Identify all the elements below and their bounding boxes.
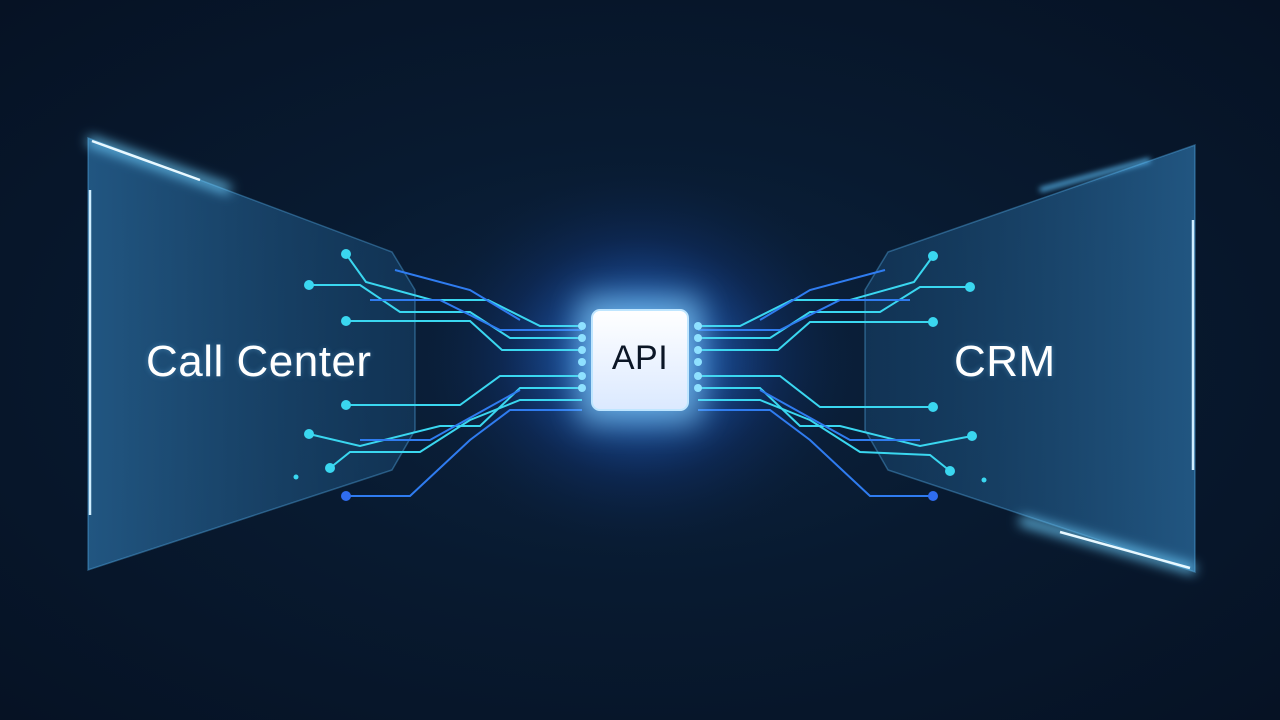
chip-icon <box>578 296 702 424</box>
api-label: API <box>611 339 669 377</box>
left-panel <box>86 136 416 572</box>
left-circuit-traces <box>293 249 586 501</box>
call-center-label: Call Center <box>146 337 372 386</box>
crm-label: CRM <box>954 337 1056 386</box>
right-panel <box>864 143 1197 574</box>
